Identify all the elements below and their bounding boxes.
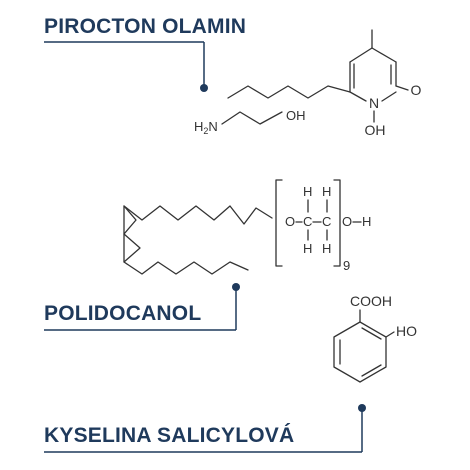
piroctone-olamine-title: PIROCTON OLAMIN — [44, 15, 246, 38]
c1-h-bottom: H — [303, 241, 312, 256]
alkyl-chain-bottom — [123, 205, 249, 275]
olamine-chain — [221, 111, 283, 125]
benzene-inner-bond — [361, 327, 382, 340]
repeat-count: 9 — [343, 258, 350, 273]
polidocanol-leader — [44, 283, 240, 331]
leader-dot — [232, 283, 240, 291]
carbon-2: C — [322, 214, 331, 229]
salicylic-acid-leader — [44, 404, 366, 453]
carboxyl-group: COOH — [350, 293, 392, 309]
benzene-ring — [333, 321, 387, 383]
benzene-inner-bond — [361, 364, 382, 377]
salicylic-acid-group: COOH HO KYSELINA SALICYLOVÁ — [44, 293, 417, 453]
leader-dot — [200, 84, 208, 92]
ring-bond — [371, 47, 397, 63]
polidocanol-group: O C C H H H H 9 O H POLIDOCANOL — [44, 179, 371, 331]
amine-label: H2N — [194, 119, 218, 136]
ethoxy-repeat-unit: O C C H H H H — [285, 184, 331, 256]
right-bracket — [333, 179, 341, 267]
ring-nitrogen: N — [369, 95, 379, 111]
alkyl-chain-top — [123, 205, 273, 263]
ring-bond — [349, 91, 367, 102]
piroctone-olamine-leader — [44, 41, 208, 92]
carbonyl-oxygen: O — [411, 82, 422, 98]
hydroxyl-bond — [385, 331, 395, 338]
carbonyl-bond — [395, 85, 409, 91]
c1-h-top: H — [303, 184, 312, 199]
terminal-hydrogen: H — [362, 214, 371, 229]
c2-h-top: H — [322, 184, 331, 199]
piroctone-structure: N O OH — [227, 29, 422, 138]
polidocanol-alkyl-chain — [123, 205, 273, 275]
left-bracket — [275, 179, 283, 267]
ring-bond — [381, 91, 397, 102]
hydroxyl-group: HO — [396, 323, 417, 339]
olamine-structure: H2N OH — [194, 108, 306, 136]
ether-oxygen: O — [285, 214, 295, 229]
salicylic-acid-structure: COOH HO — [333, 293, 417, 383]
salicylic-acid-title: KYSELINA SALICYLOVÁ — [44, 424, 294, 447]
pentyl-chain — [227, 85, 351, 99]
carbon-1: C — [303, 214, 312, 229]
terminal-oxygen: O — [342, 214, 352, 229]
n-hydroxyl: OH — [365, 122, 386, 138]
leader-dot — [358, 404, 366, 412]
piroctone-olamine-group: PIROCTON OLAMIN N O — [44, 15, 422, 138]
ring-bond — [349, 47, 373, 63]
c2-h-bottom: H — [322, 241, 331, 256]
polidocanol-title: POLIDOCANOL — [44, 302, 201, 325]
olamine-hydroxyl: OH — [286, 108, 306, 123]
